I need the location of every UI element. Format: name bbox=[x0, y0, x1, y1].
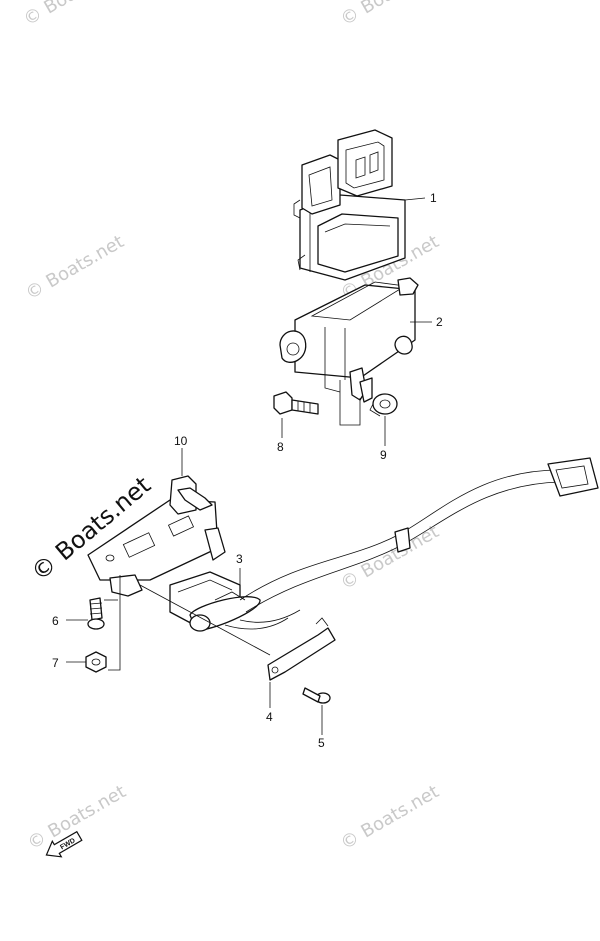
watermark-group: © Boats.net © Boats.net © Boats.net © Bo… bbox=[20, 0, 443, 854]
watermark-mid-left: © Boats.net bbox=[22, 231, 128, 304]
part-8-bolt bbox=[273, 391, 319, 415]
part-2-bracket bbox=[279, 277, 419, 403]
watermark-top-right: © Boats.net bbox=[337, 0, 443, 30]
part-1-regulator-module bbox=[293, 129, 406, 281]
part-7-nut bbox=[85, 651, 107, 673]
callout-1: 1 bbox=[430, 191, 437, 205]
callout-10: 10 bbox=[174, 434, 188, 448]
callout-7: 7 bbox=[52, 656, 59, 670]
callout-9: 9 bbox=[380, 448, 387, 462]
wire-harness bbox=[224, 457, 599, 630]
part-9-collar bbox=[369, 393, 398, 417]
watermark-top-left: © Boats.net bbox=[20, 0, 126, 30]
part-10-mounting-bracket bbox=[87, 475, 226, 597]
callout-4: 4 bbox=[266, 710, 273, 724]
watermark-bottom-right: © Boats.net bbox=[337, 781, 443, 854]
part-3-coupler bbox=[169, 571, 261, 632]
fwd-label: FWD bbox=[59, 837, 76, 851]
callout-3: 3 bbox=[236, 552, 243, 566]
part-4-clamp bbox=[267, 617, 336, 681]
callout-5: 5 bbox=[318, 736, 325, 750]
callout-6: 6 bbox=[52, 614, 59, 628]
leader-lines bbox=[66, 197, 432, 735]
callout-8: 8 bbox=[277, 440, 284, 454]
part-5-screw bbox=[302, 687, 331, 704]
watermark-center: © Boats.net bbox=[337, 521, 443, 594]
callout-2: 2 bbox=[436, 315, 443, 329]
callout-labels: 1 2 3 4 5 6 7 8 9 10 bbox=[52, 191, 443, 750]
part-6-bolt bbox=[87, 597, 105, 630]
